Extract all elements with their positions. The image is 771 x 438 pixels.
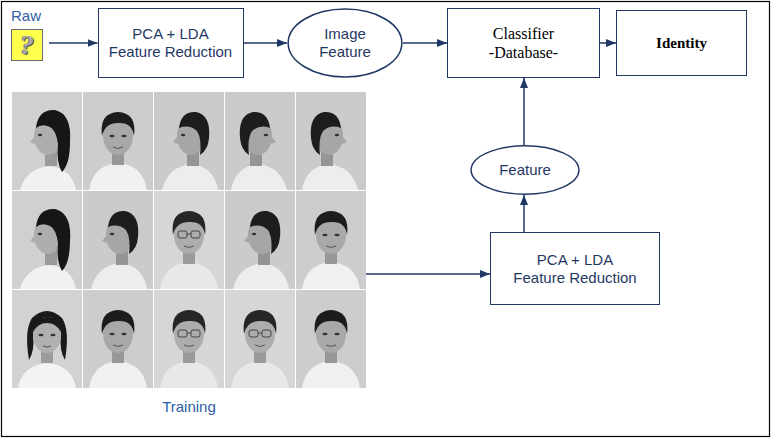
node-text: Feature [499,161,551,179]
face-photo [154,191,224,289]
training-set: Training [12,92,366,418]
flow-arrow [49,42,98,44]
ellipse-shape [288,9,402,77]
process-box: PCA + LDA Feature Reduction [490,232,660,305]
node-text: Identity [656,34,707,52]
flow-arrow [403,42,447,44]
face-photo [83,290,153,388]
node-text: PCA + LDA Feature Reduction [109,25,233,61]
face-photo [154,290,224,388]
flow-arrow [523,78,525,145]
training-photos [12,92,366,388]
face-photo [225,191,295,289]
face-photo [296,191,366,289]
query-icon: ? [11,29,43,61]
question-mark: ? [20,30,34,60]
process-box: PCA + LDA Feature Reduction [98,8,244,78]
data-ellipse: Feature [470,145,580,195]
node-text: Classifier -Database- [489,24,559,62]
flow-arrow [244,42,288,44]
flow-arrow [600,42,616,44]
face-photo [83,92,153,190]
raw-input: Raw? [9,5,49,63]
ellipse-shape [471,146,579,195]
data-ellipse: Image Feature [287,8,403,78]
photo-ground [12,92,366,388]
node-text: Image Feature [319,25,371,61]
face-photo [12,191,82,289]
face-photo [296,290,366,388]
figure-caption: Training [162,398,216,416]
flow-arrow [523,195,525,232]
classifier-box: Classifier -Database- [447,8,600,78]
flow-arrow [366,273,490,275]
face-photo [225,290,295,388]
face-photo [154,92,224,190]
face-photo [12,290,82,388]
face-photo [296,92,366,190]
output-box: Identity [616,10,747,76]
face-photo [83,191,153,289]
input-label: Raw [11,7,41,25]
node-text: PCA + LDA Feature Reduction [513,251,637,287]
face-photo [225,92,295,190]
face-photo [12,92,82,190]
